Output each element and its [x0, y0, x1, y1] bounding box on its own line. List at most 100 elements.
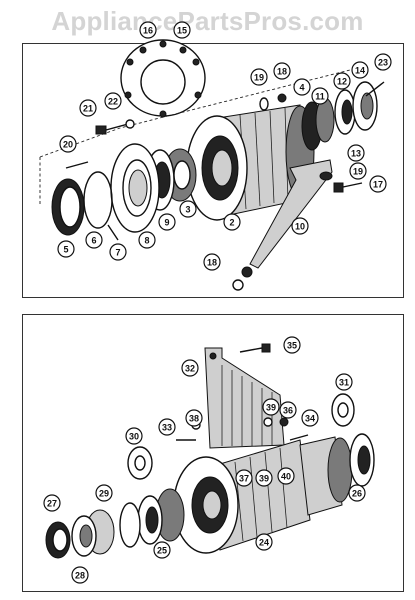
- top-callout-12: 12: [333, 72, 351, 90]
- svg-text:7: 7: [115, 248, 120, 258]
- top-callout-11: 11: [311, 87, 329, 105]
- top-callout-14: 14: [351, 61, 369, 79]
- top-callout-7: 7: [109, 243, 127, 261]
- svg-text:29: 29: [99, 489, 109, 499]
- washer-22: [125, 119, 135, 129]
- svg-text:40: 40: [281, 472, 291, 482]
- top-callout-19: 19: [250, 68, 268, 86]
- bottom-callout-31: 31: [335, 373, 353, 391]
- svg-text:9: 9: [164, 218, 169, 228]
- top-callout-21: 21: [79, 99, 97, 117]
- svg-text:17: 17: [373, 180, 383, 190]
- svg-text:26: 26: [352, 489, 362, 499]
- bolt-17: [333, 182, 363, 193]
- top-callout-22: 22: [104, 92, 122, 110]
- bottom-callout-33: 33: [158, 418, 176, 436]
- top-callout-17: 17: [369, 175, 387, 193]
- bottom-callout-35: 35: [283, 336, 301, 354]
- nut-36: [279, 417, 289, 427]
- svg-text:2: 2: [229, 218, 234, 228]
- svg-text:6: 6: [91, 236, 96, 246]
- bottom-callout-39: 39: [262, 398, 280, 416]
- bottom-callout-29: 29: [95, 484, 113, 502]
- svg-text:28: 28: [75, 571, 85, 581]
- tension-arm: [249, 159, 333, 269]
- svg-text:19: 19: [254, 73, 264, 83]
- screw-20: [65, 161, 89, 169]
- svg-text:10: 10: [295, 222, 305, 232]
- top-callout-15: 15: [173, 21, 191, 39]
- svg-text:11: 11: [315, 92, 325, 102]
- svg-text:18: 18: [207, 258, 217, 268]
- washer-30: [127, 446, 153, 480]
- top-callout-18: 18: [273, 62, 291, 80]
- top-callout-23: 23: [374, 53, 392, 71]
- retaining-wire: [107, 224, 119, 241]
- svg-text:30: 30: [129, 432, 139, 442]
- bolt-35: [239, 343, 271, 353]
- svg-text:27: 27: [47, 499, 57, 509]
- svg-text:23: 23: [378, 58, 388, 68]
- top-callout-19: 19: [349, 162, 367, 180]
- gear-housing: [173, 439, 311, 554]
- bottom-callout-36: 36: [279, 401, 297, 419]
- bottom-callout-27: 27: [43, 494, 61, 512]
- mounting-bracket: [204, 347, 285, 449]
- top-callout-18: 18: [203, 253, 221, 271]
- main-housing: [186, 104, 315, 221]
- top-callout-6: 6: [85, 231, 103, 249]
- screw-23: [365, 81, 385, 97]
- svg-text:21: 21: [83, 104, 93, 114]
- bolt-21: [95, 123, 129, 135]
- oil-seal: [51, 178, 85, 236]
- top-callout-16: 16: [139, 21, 157, 39]
- svg-text:24: 24: [259, 538, 269, 548]
- top-callout-8: 8: [138, 231, 156, 249]
- svg-text:3: 3: [185, 205, 190, 215]
- svg-text:19: 19: [353, 167, 363, 177]
- svg-text:4: 4: [299, 83, 304, 93]
- seal-27: [45, 521, 71, 559]
- svg-text:35: 35: [287, 341, 297, 351]
- svg-text:22: 22: [108, 97, 118, 107]
- bottom-callout-30: 30: [125, 427, 143, 445]
- bottom-callout-32: 32: [181, 359, 199, 377]
- top-callout-20: 20: [59, 135, 77, 153]
- top-callout-2: 2: [223, 213, 241, 231]
- washer-31: [331, 393, 355, 427]
- svg-text:25: 25: [157, 546, 167, 556]
- svg-text:36: 36: [283, 406, 293, 416]
- top-callout-13: 13: [347, 144, 365, 162]
- flange-gasket: [120, 39, 206, 118]
- svg-text:38: 38: [189, 414, 199, 424]
- top-callout-3: 3: [179, 200, 197, 218]
- bottom-callout-28: 28: [71, 566, 89, 584]
- bottom-callout-40: 40: [277, 467, 295, 485]
- nut-18-lower: [232, 266, 253, 291]
- svg-text:32: 32: [185, 364, 195, 374]
- snap-ring: [83, 171, 113, 229]
- bottom-callout-25: 25: [153, 541, 171, 559]
- svg-text:31: 31: [339, 378, 349, 388]
- top-callout-5: 5: [57, 240, 75, 258]
- svg-text:34: 34: [305, 414, 315, 424]
- seal-sleeve: [71, 509, 115, 557]
- washer-39-upper: [263, 417, 273, 427]
- top-callout-4: 4: [293, 78, 311, 96]
- seal-flange: [110, 143, 160, 233]
- svg-text:16: 16: [143, 26, 153, 36]
- bolt-34: [289, 434, 309, 441]
- bottom-callout-37: 37: [235, 469, 253, 487]
- svg-text:39: 39: [266, 403, 276, 413]
- top-callout-10: 10: [291, 217, 309, 235]
- watermark-text: AppliancePartsPros.com: [51, 6, 364, 36]
- svg-text:18: 18: [277, 67, 287, 77]
- svg-text:39: 39: [259, 474, 269, 484]
- svg-text:8: 8: [144, 236, 149, 246]
- washer-19-upper: [259, 97, 269, 111]
- svg-text:12: 12: [337, 77, 347, 87]
- bearing-stack: [301, 81, 378, 151]
- left-bearing-pair: [119, 488, 185, 548]
- top-callout-9: 9: [158, 213, 176, 231]
